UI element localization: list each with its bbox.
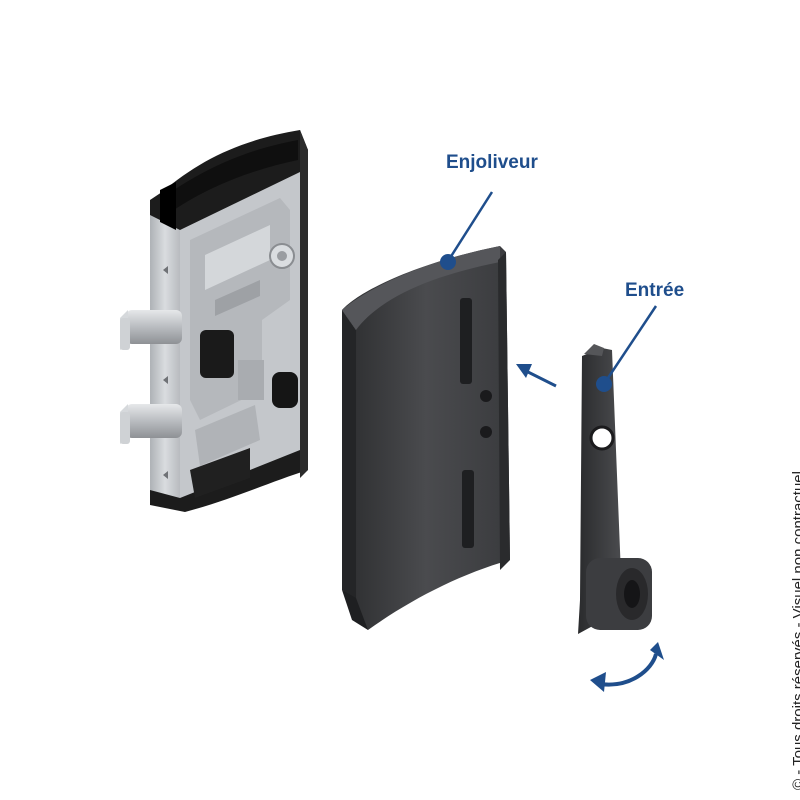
callout-dot-enjoliveur: [440, 254, 456, 270]
callout-entree: [596, 305, 658, 392]
assembly-arrow: [516, 364, 557, 388]
bolt-upper: [120, 310, 182, 350]
callout-dot-entree: [596, 376, 612, 392]
cylinder-collar: [586, 558, 652, 630]
lock-body: [120, 130, 308, 512]
escutcheon-strip: [578, 344, 652, 634]
keyhole-round: [589, 425, 615, 451]
copyright-notice: © - Tous droits réservés - Visuel non co…: [790, 471, 800, 790]
lock-plate: [150, 215, 180, 498]
cover-slot-lower: [462, 470, 474, 548]
label-entree: Entrée: [625, 280, 685, 301]
cover-plate: [342, 246, 510, 630]
rotation-arrow: [590, 642, 664, 692]
label-enjoliveur: Enjoliveur: [446, 152, 538, 173]
callout-enjoliveur: [440, 191, 494, 270]
bolt-lower: [120, 404, 182, 444]
cover-slot-upper: [460, 298, 472, 384]
